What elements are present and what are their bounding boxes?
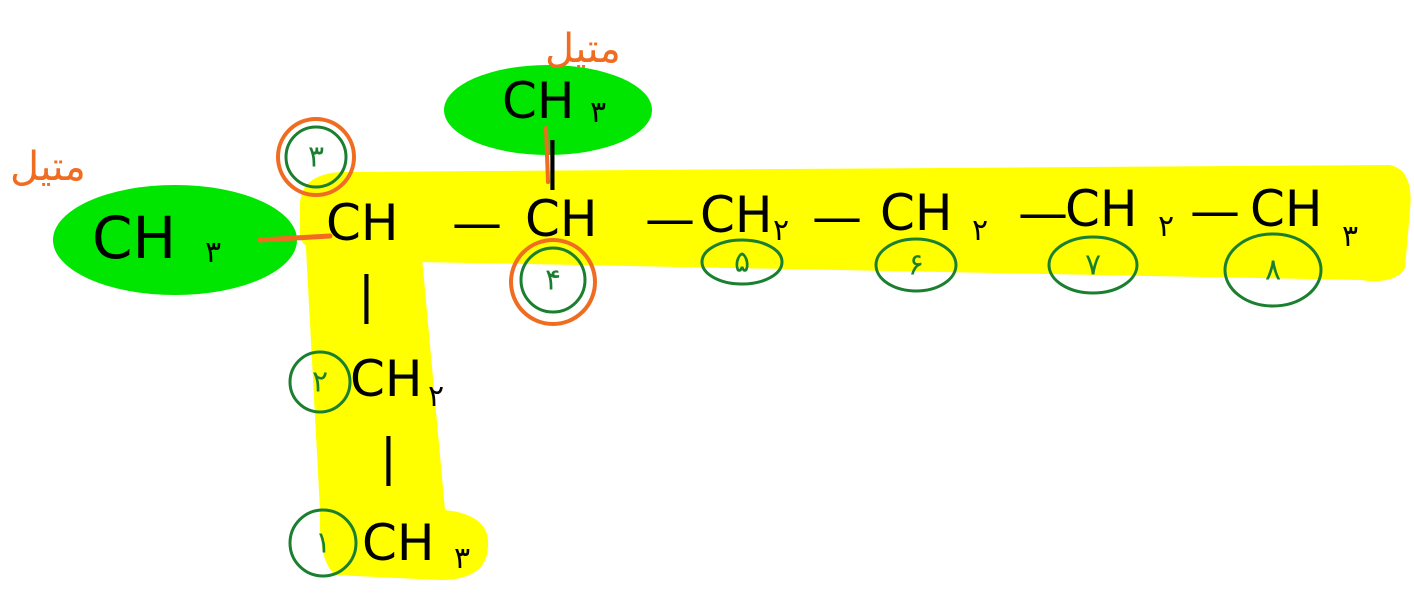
number-circle-c4: [509, 238, 597, 326]
carbon-number-1: ۱: [315, 526, 331, 561]
bond-3-4: —: [452, 194, 502, 252]
carbon-8-subscript: ۳: [1342, 219, 1358, 254]
methyl-left-highlight: [53, 185, 297, 295]
number-circle-c5: [700, 238, 784, 286]
carbon-number-2: ۲: [312, 365, 328, 400]
carbon-number-4: ۴: [545, 263, 561, 298]
carbon-1-subscript: ۳: [454, 541, 470, 576]
carbon-number-6: ۶: [908, 248, 924, 283]
carbon-number-8: ۸: [1265, 253, 1281, 288]
bond-7-8: —: [1190, 182, 1240, 240]
carbon-1-group: CH: [362, 514, 435, 572]
carbon-8-group: CH: [1250, 180, 1323, 238]
methyl-label-top: متیل: [545, 26, 621, 72]
bond-5-6: —: [812, 188, 862, 246]
carbon-3-group: CH: [326, 194, 399, 252]
number-circle-c8: [1223, 232, 1323, 308]
number-circle-c2: [288, 350, 352, 414]
methyl-top-subscript: ۳: [590, 95, 606, 130]
carbon-4-group: CH: [525, 190, 598, 248]
bond-3-2: |: [358, 266, 375, 324]
carbon-5-subscript: ۲: [773, 213, 789, 248]
number-circle-c7: [1047, 235, 1139, 295]
carbon-2-group: CH: [350, 350, 423, 408]
number-circle-c6: [874, 237, 958, 293]
bond-6-7: —: [1018, 184, 1068, 242]
methyl-label-left: متیل: [10, 144, 86, 190]
carbon-2-subscript: ۲: [428, 379, 444, 414]
methyl-left-subscript: ۳: [205, 235, 221, 270]
methyl-top-highlight: [444, 65, 652, 155]
cut-mark-top: [544, 126, 550, 184]
bond-top-vertical: |: [544, 132, 561, 190]
cut-mark-left: [257, 233, 333, 243]
methyl-top-group: CH: [502, 72, 575, 130]
carbon-7-subscript: ۲: [1158, 209, 1174, 244]
carbon-number-3: ۳: [308, 140, 324, 175]
number-circle-c4-inner: [519, 246, 587, 314]
bond-2-1: |: [380, 428, 397, 486]
number-circle-c3: [276, 117, 356, 197]
carbon-6-subscript: ۲: [972, 213, 988, 248]
carbon-7-group: CH: [1065, 180, 1138, 238]
carbon-6-group: CH: [880, 184, 953, 242]
number-circle-c3-inner: [284, 125, 348, 189]
main-chain-highlight-vertical: [305, 230, 489, 580]
bond-4-5: —: [645, 190, 695, 248]
number-circle-c1: [288, 508, 358, 578]
carbon-number-5: ۵: [734, 245, 750, 280]
carbon-number-7: ۷: [1085, 248, 1101, 283]
methyl-left-group: CH: [92, 204, 176, 272]
carbon-5-group: CH: [700, 186, 773, 244]
